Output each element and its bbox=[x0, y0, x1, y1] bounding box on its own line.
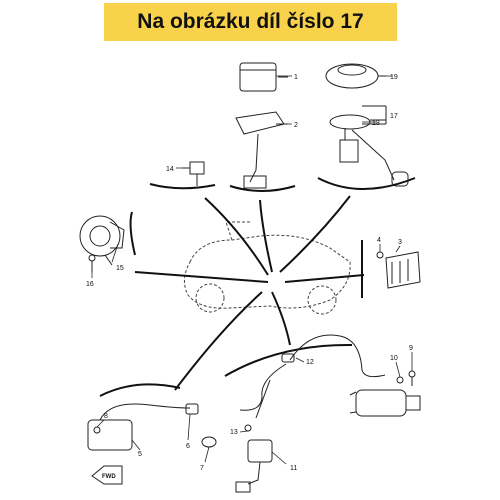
part-16-bolt bbox=[88, 254, 96, 272]
callout-13: 13 bbox=[230, 429, 238, 436]
part-13-screw bbox=[244, 424, 252, 432]
callout-17: 17 bbox=[390, 113, 398, 120]
part-17-bracket-lines bbox=[362, 105, 387, 125]
callout-8: 8 bbox=[104, 413, 108, 420]
callout-19: 19 bbox=[390, 74, 398, 81]
part-19-cap bbox=[325, 63, 386, 89]
callout-14: 14 bbox=[166, 166, 174, 173]
callout-1: 1 bbox=[294, 74, 298, 81]
part-8-screw bbox=[93, 426, 101, 434]
callout-16: 16 bbox=[86, 281, 94, 288]
callout-2: 2 bbox=[294, 122, 298, 129]
callout-5: 5 bbox=[138, 451, 142, 458]
part-5-ignition-coil bbox=[87, 403, 199, 451]
callout-12: 12 bbox=[306, 359, 314, 366]
callout-10: 10 bbox=[390, 355, 398, 362]
callout-6: 6 bbox=[186, 443, 190, 450]
callout-leaders bbox=[91, 75, 413, 465]
callout-7: 7 bbox=[200, 465, 204, 472]
part-18-pump bbox=[329, 114, 409, 187]
callout-numbers: 1 2 3 4 5 6 7 8 9 10 11 12 13 14 15 16 1… bbox=[86, 74, 413, 472]
part-7-plug-cap bbox=[201, 436, 217, 448]
callout-11: 11 bbox=[290, 465, 297, 472]
starter-motor bbox=[349, 389, 421, 417]
part-10-washer bbox=[396, 376, 404, 384]
group-brackets bbox=[99, 177, 416, 397]
part-2-bracket bbox=[235, 111, 288, 189]
callout-18: 18 bbox=[372, 120, 380, 127]
callout-9: 9 bbox=[409, 345, 413, 352]
callout-15: 15 bbox=[116, 265, 124, 272]
part-1-relay bbox=[239, 62, 288, 92]
part-14-sensor bbox=[182, 161, 205, 186]
part-11-starter-relay bbox=[235, 439, 273, 493]
connector-lines bbox=[134, 195, 365, 391]
title-text: Na obrázku díl číslo 17 bbox=[137, 10, 364, 33]
part-15-horn bbox=[79, 215, 125, 266]
part-12-harness bbox=[239, 334, 386, 419]
fwd-arrow-icon: FWD bbox=[91, 465, 123, 485]
part-3-regulator bbox=[385, 251, 421, 289]
callout-3: 3 bbox=[398, 239, 402, 246]
fwd-label: FWD bbox=[102, 474, 116, 480]
part-9-bolt bbox=[408, 370, 416, 386]
callout-4: 4 bbox=[377, 237, 381, 244]
title-banner: Na obrázku díl číslo 17 bbox=[104, 3, 397, 41]
scooter-outline bbox=[184, 221, 351, 315]
part-4-screw bbox=[376, 251, 384, 259]
